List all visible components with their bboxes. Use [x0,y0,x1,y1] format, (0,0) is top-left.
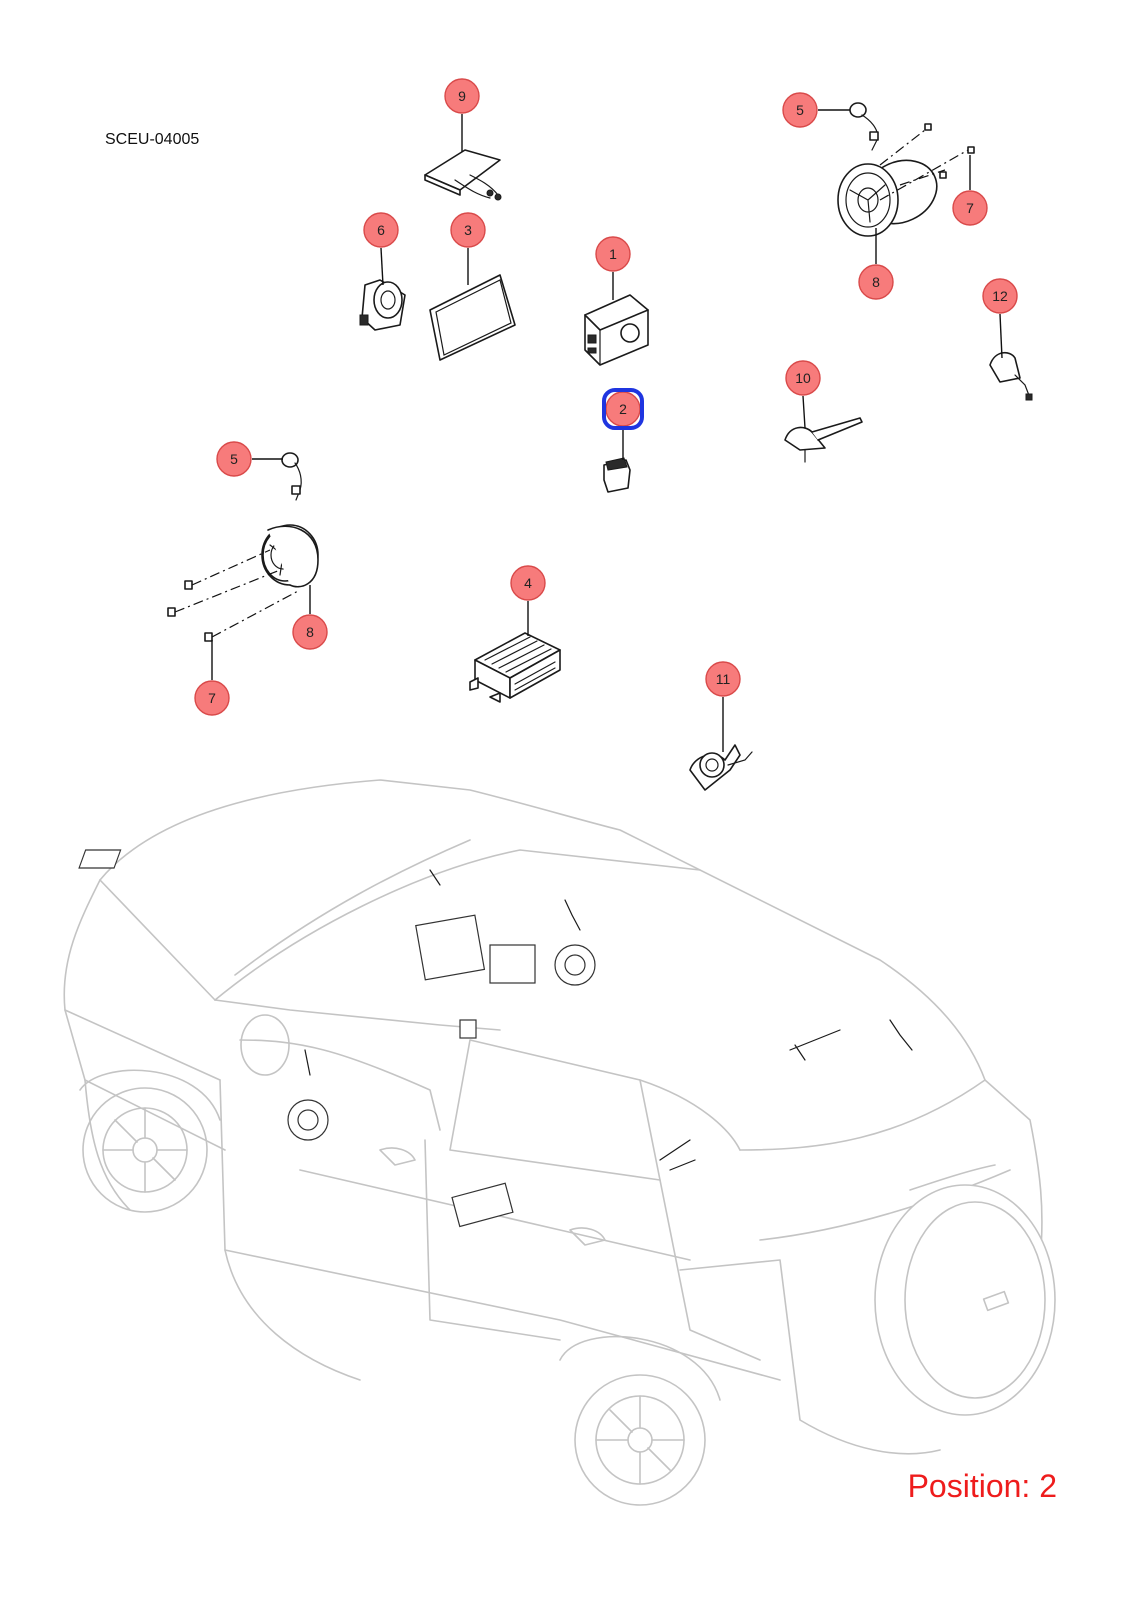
part-5-tweeter-right [849,102,879,151]
part-2-switch [603,457,631,493]
callout-7-left-label: 7 [208,690,216,706]
callout-3-label: 3 [464,222,472,238]
part-9-module [424,149,502,201]
part-8-speaker-left [261,524,319,588]
callout-9[interactable]: 9 [444,78,480,114]
callout-7-right-label: 7 [966,200,974,216]
callout-9-label: 9 [458,88,466,104]
part-11-component [689,744,753,791]
callout-8-left[interactable]: 8 [292,614,328,650]
callout-4[interactable]: 4 [510,565,546,601]
callout-11[interactable]: 11 [705,661,741,697]
callout-5-right-label: 5 [796,102,804,118]
position-label: Position: 2 [907,1468,1057,1504]
callout-7-left[interactable]: 7 [194,680,230,716]
callout-12-label: 12 [992,288,1008,304]
callout-5-right[interactable]: 5 [782,92,818,128]
part-6-speaker-bracket [359,279,406,331]
callout-11-label: 11 [716,671,731,687]
part-1-head-unit [584,294,649,366]
callout-8-right[interactable]: 8 [858,264,894,300]
callout-8-right-label: 8 [872,274,880,290]
callout-7-right[interactable]: 7 [952,190,988,226]
callout-4-label: 4 [524,575,532,591]
callout-5-left[interactable]: 5 [216,441,252,477]
part-3-display [429,274,516,361]
callout-2[interactable]: 2 [602,388,644,430]
callout-1-label: 1 [609,246,617,262]
screws-left [167,549,301,642]
callout-6[interactable]: 6 [363,212,399,248]
part-10-antenna [784,417,863,463]
callout-5-left-label: 5 [230,451,238,467]
callout-10-label: 10 [795,370,811,386]
callout-8-left-label: 8 [306,624,314,640]
vehicle-outline [63,779,1056,1506]
callout-3[interactable]: 3 [450,212,486,248]
document-code: SCEU-04005 [105,131,200,148]
leader-lines [211,109,1003,752]
callout-10[interactable]: 10 [785,360,821,396]
screws-right [879,123,975,201]
part-8-speaker-right [837,159,938,237]
callout-6-label: 6 [377,222,385,238]
callout-2-highlight [602,388,644,430]
part-4-amplifier [469,632,561,703]
part-5-tweeter-left [281,452,302,501]
callout-1[interactable]: 1 [595,236,631,272]
installed-parts [78,849,913,1228]
part-12-sensor [989,351,1033,401]
callout-2-label: 2 [619,401,627,417]
callout-12[interactable]: 12 [982,278,1018,314]
